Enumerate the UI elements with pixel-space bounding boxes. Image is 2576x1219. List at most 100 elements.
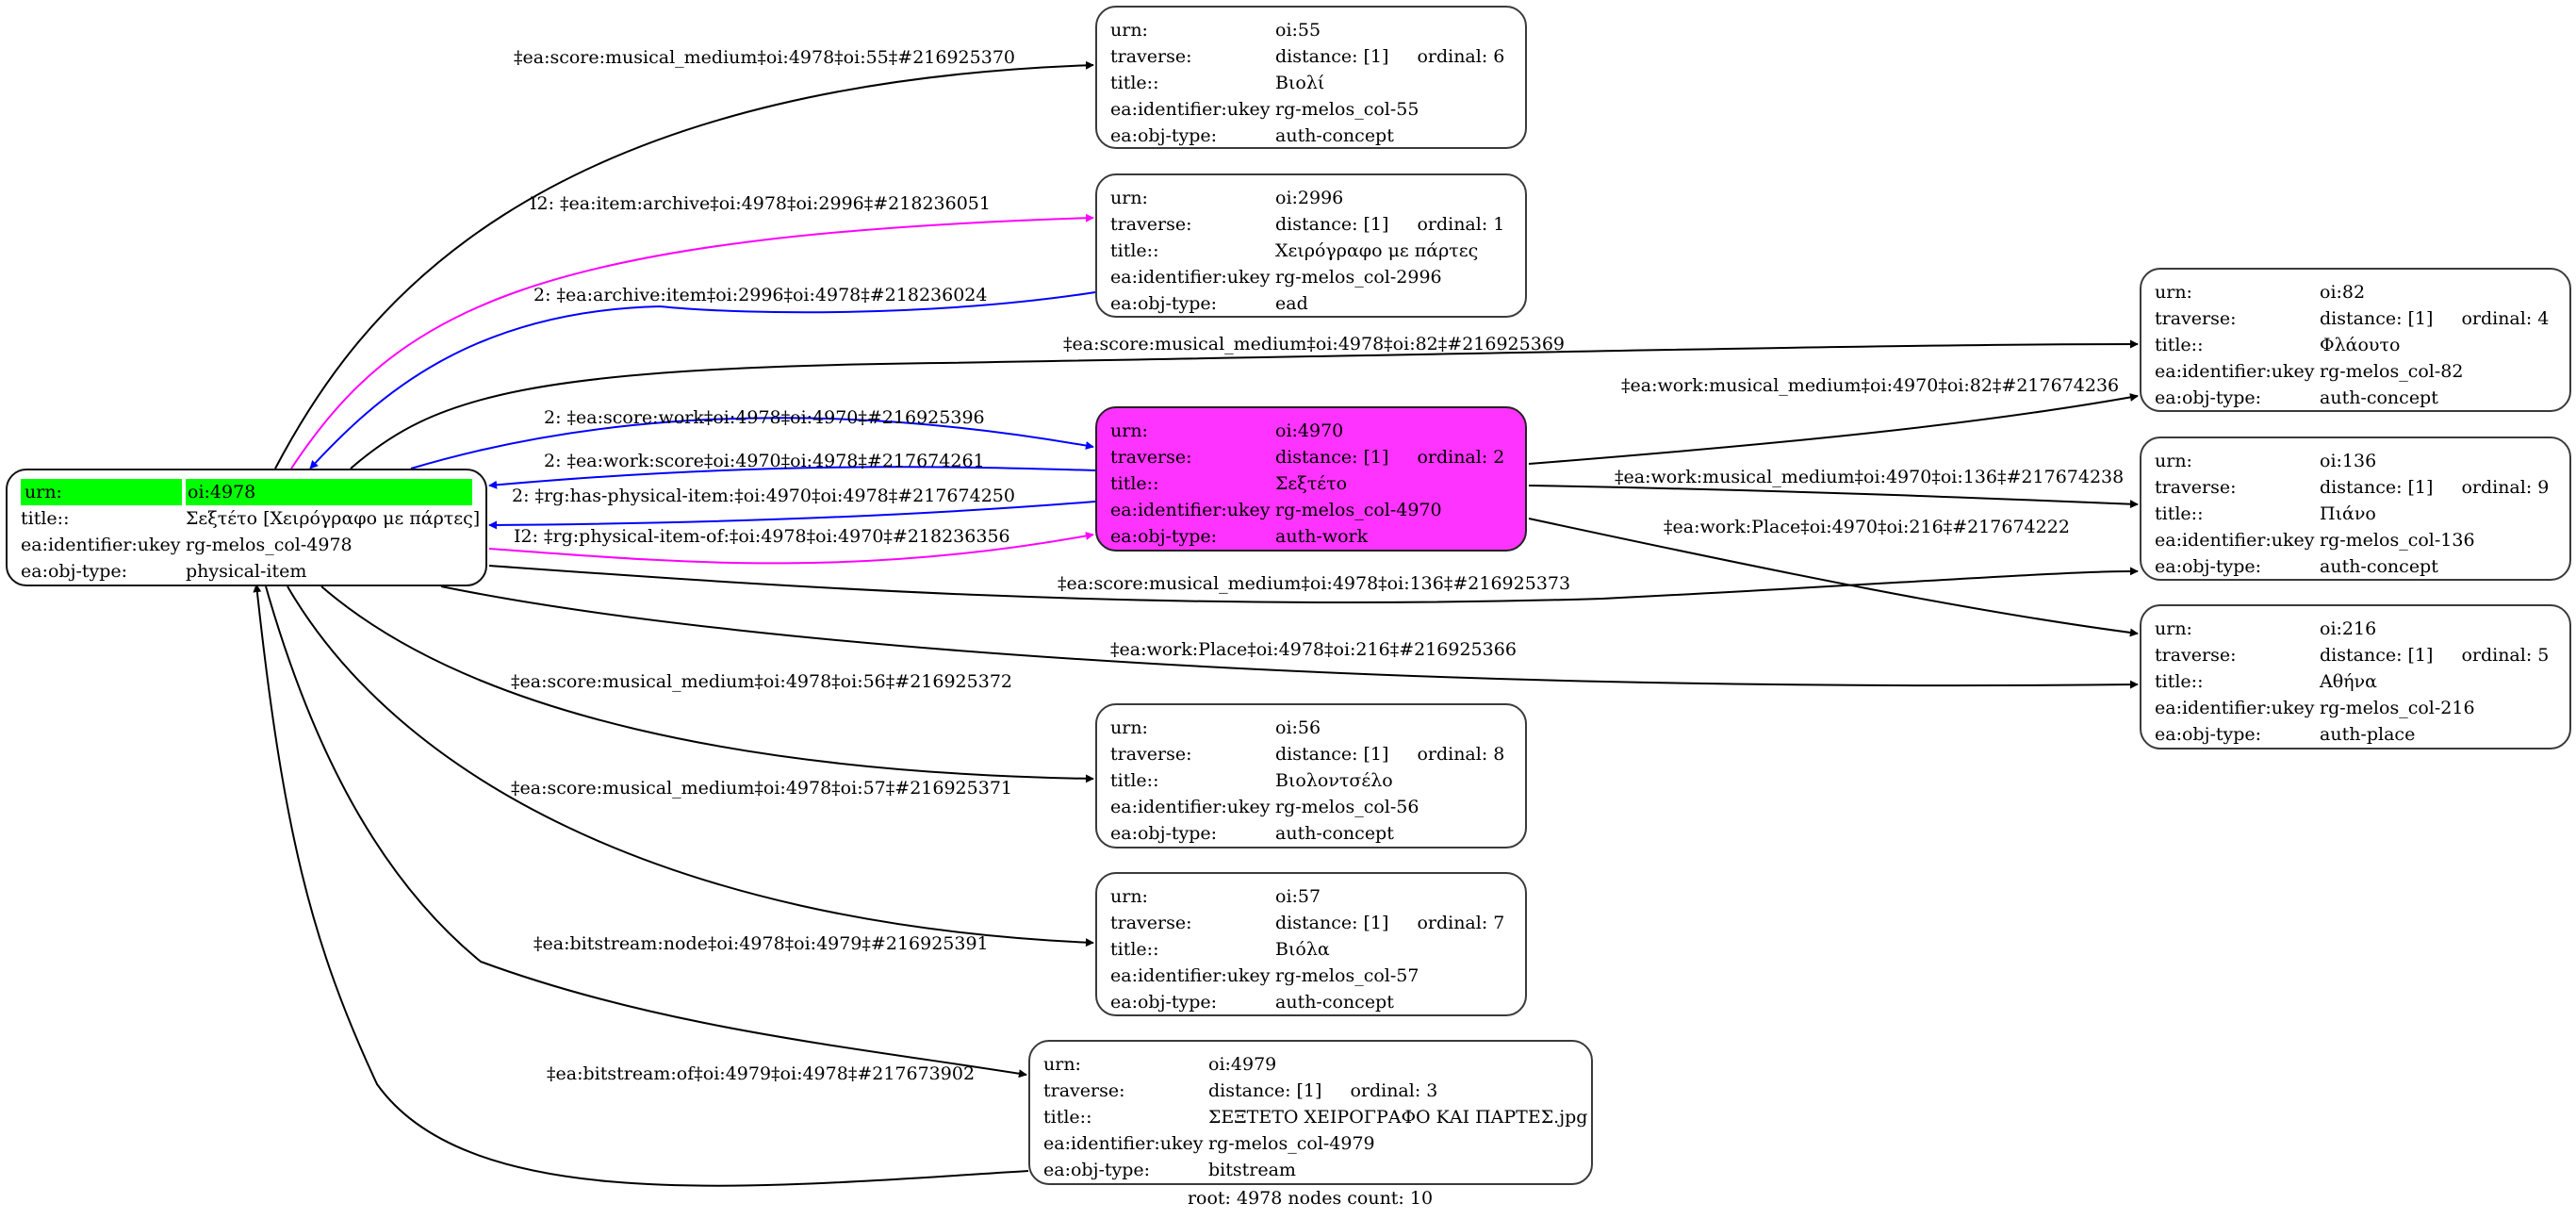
row-value: Φλάουτο: [2320, 335, 2401, 355]
node-row-traverse: traverse:distance: [1]ordinal: 1: [1110, 211, 1512, 238]
node-row-traverse: traverse:distance: [1]ordinal: 3: [1043, 1078, 1578, 1104]
row-value: auth-work: [1275, 526, 1369, 547]
row-key: urn:: [21, 479, 182, 505]
traverse-ordinal: ordinal: 6: [1417, 46, 1505, 67]
row-value: rg-melos_col-55: [1275, 99, 1419, 120]
node-row-obj-type: ea:obj-type:auth-concept: [2155, 385, 2556, 411]
edge-oi4978-to-oi216: [440, 585, 2139, 689]
traverse-ordinal: ordinal: 9: [2461, 477, 2550, 498]
traverse-ordinal: ordinal: 4: [2461, 308, 2550, 329]
edge-label: ‡ea:score:musical_medium‡oi:4978‡oi:82‡#…: [1063, 334, 1565, 354]
node-row-traverse: traverse: distance: [1] ordinal: 7: [1110, 910, 1512, 936]
node-row-urn: urn:oi:136: [2155, 448, 2556, 474]
edge-oi2996-to-oi4978: [309, 291, 1096, 469]
edge-oi4970-to-oi4978: [488, 501, 1096, 530]
edge-label: ‡ea:score:musical_medium‡oi:4978‡oi:136‡…: [1058, 573, 1571, 594]
row-value: rg-melos_col-216: [2320, 698, 2475, 718]
edge-oi4978-to-oi82: [350, 339, 2139, 469]
row-key: ea:identifier:ukey: [1110, 797, 1271, 817]
row-key: title::: [21, 508, 70, 529]
row-key: ea:identifier:ukey: [1110, 99, 1271, 120]
row-value: Σεξτέτο [Χειρόγραφο με πάρτες]: [186, 508, 481, 529]
row-value: ΣΕΞΤΕΤΟ ΧΕΙΡΟΓΡΑΦΟ ΚΑΙ ΠΑΡΤΕΣ.jpg: [1208, 1107, 1588, 1128]
row-key: traverse:: [1110, 447, 1192, 468]
row-value: auth-concept: [2320, 556, 2438, 577]
root-node[interactable]: urn: oi:4978 title:: Σεξτέτο [Χειρόγραφο…: [6, 469, 487, 586]
row-value: oi:82: [2320, 282, 2366, 303]
node-row-title: title::Βιολί: [1110, 70, 1512, 96]
edge-oi4978-to-oi4979: [265, 585, 1027, 1079]
node-row-urn: urn: oi:82: [2155, 279, 2556, 305]
node-row-obj-type: ea:obj-type:bitstream: [1043, 1157, 1578, 1183]
node-row-traverse: traverse:distance: [1]ordinal: 2: [1110, 444, 1512, 470]
traverse-ordinal: ordinal: 7: [1417, 913, 1505, 933]
root-row-obj-type: ea:obj-type: physical-item: [21, 558, 472, 585]
node-row-title: title::ΣΕΞΤΕΤΟ ΧΕΙΡΟΓΡΑΦΟ ΚΑΙ ΠΑΡΤΕΣ.jpg: [1043, 1104, 1587, 1130]
edge-oi4978-to-oi136: [488, 565, 2139, 604]
row-key: ea:obj-type:: [1110, 823, 1218, 844]
row-key: traverse:: [1110, 214, 1192, 235]
node-row-obj-type: ea:obj-type:auth-concept: [1110, 123, 1512, 149]
row-value: Πιάνο: [2320, 503, 2376, 524]
row-key: title::: [2155, 503, 2204, 524]
row-value: auth-concept: [1275, 992, 1394, 1013]
edge-label: ‡ea:score:musical_medium‡oi:4978‡oi:55‡#…: [514, 47, 1015, 68]
edge-label: I2: ‡ea:item:archive‡oi:4978‡oi:2996‡#21…: [530, 193, 991, 214]
edge-label: ‡ea:work:Place‡oi:4970‡oi:216‡#217674222: [1664, 517, 2070, 537]
edge-label: ‡ea:work:musical_medium‡oi:4970‡oi:136‡#…: [1615, 467, 2125, 487]
edge-label: ‡ea:score:musical_medium‡oi:4978‡oi:56‡#…: [511, 671, 1012, 692]
edge-oi4970-to-oi4978: [488, 466, 1096, 489]
row-key: urn:: [1110, 717, 1148, 738]
edge-label: 2: ‡ea:work:score‡oi:4970‡oi:4978‡#21767…: [544, 451, 985, 471]
node-row-obj-type: ea:obj-type:ead: [1110, 290, 1512, 317]
edge-label: ‡ea:bitstream:node‡oi:4978‡oi:4979‡#2169…: [533, 933, 989, 954]
row-key: title::: [1043, 1107, 1092, 1128]
row-value: Σεξτέτο: [1275, 473, 1348, 494]
edge-oi4978-to-oi4970: [410, 417, 1094, 469]
row-key: urn:: [2155, 282, 2192, 303]
row-key: traverse:: [2155, 308, 2237, 329]
edge-label: 2: ‡ea:archive:item‡oi:2996‡oi:4978‡#218…: [533, 285, 988, 305]
row-key: ea:obj-type:: [2155, 724, 2262, 745]
root-row-ukey: ea:identifier:ukey rg-melos_col-4978: [21, 532, 472, 558]
node-row-obj-type: ea:obj-type:auth-concept: [1110, 989, 1512, 1015]
row-key: ea:obj-type:: [1110, 125, 1218, 146]
traverse-distance: distance: [1]: [1275, 913, 1389, 933]
row-value: Βιολί: [1275, 73, 1325, 93]
row-value: oi:55: [1275, 20, 1321, 41]
edge-oi4970-to-oi216: [1528, 518, 2139, 637]
traverse-ordinal: ordinal: 2: [1417, 447, 1505, 468]
row-key: ea:identifier:ukey: [1110, 267, 1271, 288]
row-value: physical-item: [186, 561, 307, 582]
row-key: title::: [1110, 770, 1159, 791]
node-row-title: title::Χειρόγραφο με πάρτες: [1110, 238, 1512, 264]
traverse-distance: distance: [1]: [2320, 645, 2434, 666]
row-key: urn:: [2155, 618, 2192, 639]
row-key: urn:: [1110, 188, 1148, 208]
edge-oi4970-to-oi82: [1528, 392, 2139, 465]
row-value: oi:2996: [1275, 188, 1344, 208]
row-value: oi:136: [2320, 451, 2377, 471]
node-oi-2996[interactable]: urn: oi:2996 traverse:distance: [1]ordinal…: [1095, 173, 1527, 318]
row-value: rg-melos_col-57: [1275, 965, 1419, 986]
row-key: ea:obj-type:: [1043, 1160, 1151, 1180]
row-key: title::: [2155, 671, 2204, 692]
traverse-distance: distance: [1]: [1275, 744, 1389, 765]
row-value: ead: [1275, 293, 1308, 314]
traverse-distance: distance: [1]: [2320, 477, 2434, 498]
row-key: traverse:: [1110, 913, 1192, 933]
edge-label: 2: ‡ea:score:work‡oi:4978‡oi:4970‡#21692…: [544, 407, 985, 428]
